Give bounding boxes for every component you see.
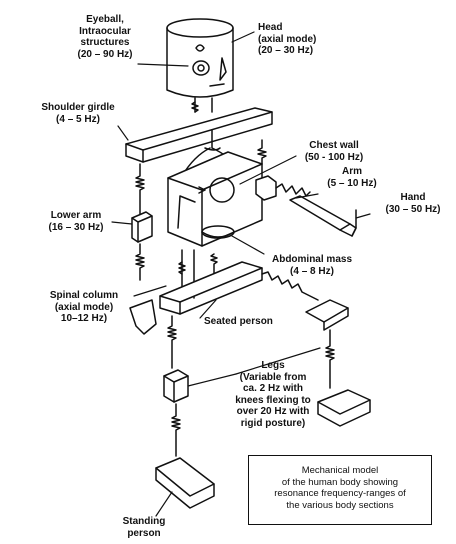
abdominal-mass-label: Abdominal mass(4 – 8 Hz) — [271, 254, 353, 277]
right-thigh — [261, 271, 371, 427]
leader-lines — [111, 31, 371, 517]
spinal-column-label: Spinal column(axial mode)10–12 Hz) — [49, 290, 119, 324]
arm-label: Arm(5 – 10 Hz) — [327, 166, 377, 189]
eyeball-label: Eyeball,Intraocular structures(20 – 90 H… — [77, 14, 133, 60]
head-cylinder — [166, 18, 234, 98]
chest-box — [167, 151, 263, 247]
head-label: Head(axial mode)(20 – 30 Hz) — [258, 22, 317, 56]
left-arm — [129, 163, 157, 335]
chest-wall-label: Chest wall(50 - 100 Hz) — [304, 140, 364, 163]
left-leg — [155, 315, 215, 509]
hand-label: Hand(30 – 50 Hz) — [385, 192, 441, 215]
neck-springs — [191, 97, 213, 113]
lower-arm-label: Lower arm(16 – 30 Hz) — [48, 210, 104, 233]
seated-person-label: Seated person — [204, 316, 273, 327]
shoulder-chest-springs — [181, 129, 239, 177]
pelvis-bar — [159, 261, 263, 315]
shoulder-girdle-label: Shoulder girdle(4 – 5 Hz) — [41, 102, 115, 125]
right-arm — [255, 139, 357, 237]
shoulder-girdle-bar — [125, 107, 273, 163]
